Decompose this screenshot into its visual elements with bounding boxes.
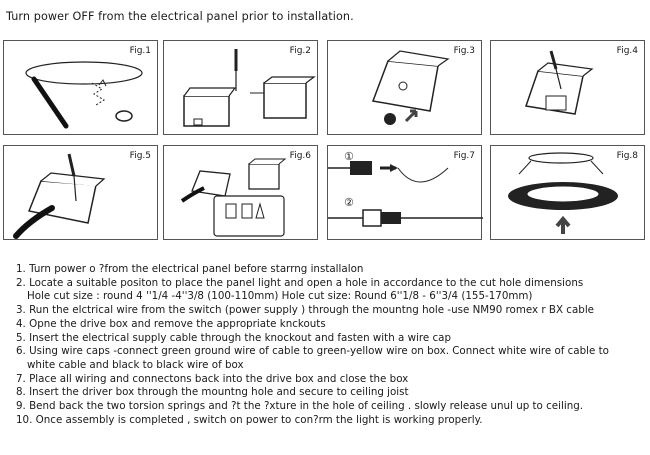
installation-steps: 1. Turn power o ?from the electrical pan… [16, 263, 646, 427]
figure-2: Fig.2 [163, 40, 318, 135]
header-instruction: Turn power OFF from the electrical panel… [6, 10, 354, 23]
fixture-mount-illustration [508, 152, 618, 234]
figure-1: Fig.1 [3, 40, 158, 135]
step-line: 9. Bend back the two torsion springs and… [16, 400, 584, 413]
cable-insert-illustration [13, 153, 106, 239]
figure-label: Fig.4 [616, 46, 638, 56]
step-line: 5. Insert the electrical supply cable th… [16, 331, 451, 344]
figure-label: Fig.7 [453, 151, 475, 161]
figure-label: Fig.2 [289, 46, 311, 56]
figure-3: Fig.3 [327, 40, 482, 135]
step-line-continuation: white cable and black to black wire of b… [27, 358, 244, 371]
driver-box-open-illustration [183, 49, 316, 127]
ceiling-hole-cutting-illustration [25, 61, 143, 129]
step-line: 1. Turn power o ?from the electrical pan… [16, 263, 364, 275]
knockout-removal-illustration [371, 50, 450, 125]
figure-label: Fig.3 [453, 46, 475, 56]
connector-plug-illustration [328, 161, 483, 227]
figure-label: Fig.1 [129, 46, 151, 56]
step-2-marker: ② [344, 196, 354, 209]
step-1-marker: ① [344, 150, 354, 163]
step-line: 8. Insert the driver box through the mou… [16, 386, 409, 399]
figure-5: Fig.5 [3, 145, 158, 240]
step-line: 4. Opne the drive box and remove the app… [16, 317, 326, 330]
step-line: 2. Locate a suitable positon to place th… [16, 276, 584, 289]
step-line: 7. Place all wiring and connectons back … [16, 372, 409, 385]
step-line: 3. Run the elctrical wire from the switc… [16, 304, 595, 317]
figure-label: Fig.5 [129, 151, 151, 161]
figure-label: Fig.8 [616, 151, 638, 161]
figure-4: Fig.4 [490, 40, 645, 135]
figure-label: Fig.6 [289, 151, 311, 161]
step-line: 6. Using wire caps -connect green ground… [16, 345, 609, 358]
figure-7: Fig.7 ① ② [327, 145, 483, 240]
wire-cap-connection-illustration [180, 158, 287, 237]
hole-cut-sizes: Hole cut size : round 4 ''1/4 -4''3/8 (1… [27, 290, 533, 303]
screwdriver-box-illustration [525, 50, 594, 115]
step-line: 10. Once assembly is completed , switch … [16, 413, 483, 426]
figure-6: Fig.6 [163, 145, 318, 240]
figure-8: Fig.8 [490, 145, 645, 240]
